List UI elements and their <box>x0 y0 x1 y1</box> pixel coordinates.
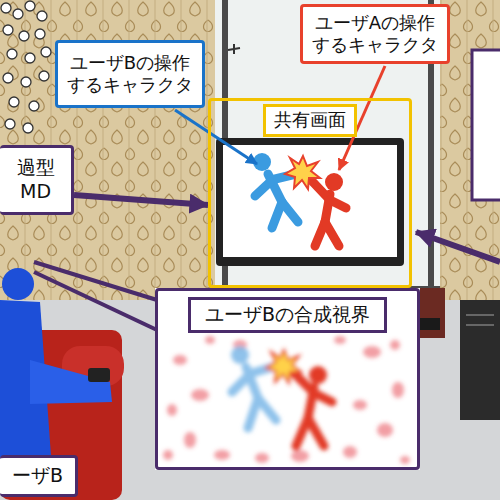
bead-curtain <box>37 11 47 21</box>
user-legs <box>30 360 112 404</box>
bead-curtain <box>21 77 31 87</box>
blue-character <box>255 182 270 196</box>
bead-curtain <box>1 3 11 13</box>
bead-curtain <box>35 29 45 39</box>
composite-view-image <box>163 450 173 460</box>
composite-view-image <box>231 346 276 428</box>
heading-label: ユーザBの合成視界 <box>188 297 387 333</box>
composite-view-image <box>232 376 248 392</box>
pc-tower-slot <box>466 324 494 326</box>
bead-curtain <box>23 123 33 133</box>
blue-character <box>282 202 298 222</box>
composite-view-image <box>184 432 196 448</box>
tv-screen <box>223 145 397 257</box>
red-callout-box: ユーザAの操作するキャラクタ <box>300 4 450 64</box>
composite-view-image <box>167 404 177 416</box>
composite-view-image <box>334 336 346 344</box>
red-character <box>325 173 343 191</box>
callout-ground <box>155 288 420 470</box>
composite-view-image <box>191 389 209 401</box>
composite-view-image <box>266 350 301 383</box>
red-character <box>311 173 346 246</box>
composite-view-image <box>308 418 324 446</box>
composite-view-image <box>205 336 215 344</box>
leader-arrow <box>175 110 257 164</box>
game-controller <box>88 368 110 382</box>
bead-curtain <box>13 9 23 19</box>
bead-curtain <box>41 47 51 57</box>
hmd-label-box: 過型 MD <box>0 145 74 215</box>
user-head <box>2 268 34 300</box>
blue-callout-box: ユーザBの操作するキャラクタ <box>55 40 205 108</box>
box-label: ーザB <box>12 464 63 488</box>
bead-curtain <box>25 53 35 63</box>
connector-arrow <box>74 195 208 205</box>
bead-curtain <box>3 73 13 83</box>
composite-view-image <box>293 372 312 391</box>
composite-view-image <box>377 423 393 437</box>
pointer-arrow <box>416 232 500 262</box>
red-character <box>330 200 346 208</box>
bead-curtain <box>19 31 29 41</box>
left-curtain <box>0 0 215 300</box>
composite-view-callout: ユーザBの合成視界 <box>155 288 420 470</box>
shared-screen-frame: 共有画面 <box>208 98 412 288</box>
bead-curtain <box>7 49 17 59</box>
heading-label: 共有画面 <box>263 104 357 137</box>
composite-view-image <box>293 366 332 446</box>
composite-view-image <box>390 340 400 350</box>
composite-view-image <box>343 446 357 458</box>
composite-view-image <box>173 355 187 365</box>
offscreen-callout <box>472 50 500 200</box>
composite-view-image <box>163 336 410 464</box>
composite-view-image <box>400 456 410 464</box>
bead-curtain <box>29 101 39 111</box>
hit-spark <box>285 156 320 189</box>
box-label: 過型 MD <box>14 156 58 204</box>
bead-curtain <box>5 119 15 129</box>
user-label-box: ーザB <box>0 455 78 497</box>
bead-curtain <box>39 71 49 81</box>
bead-curtain <box>1 1 51 133</box>
composite-view-image <box>163 336 410 464</box>
composite-view-image <box>214 450 230 460</box>
composite-view-image <box>309 366 327 384</box>
red-character <box>325 222 339 246</box>
pc-tower <box>460 300 500 420</box>
composite-view-image <box>291 450 309 462</box>
box-label: ユーザBの操作するキャラクタ <box>67 52 193 97</box>
blue-character <box>253 153 298 228</box>
callout-tail <box>34 272 157 330</box>
composite-view-image <box>258 398 276 420</box>
red-character <box>311 180 328 198</box>
pc-tower-slot <box>466 314 494 316</box>
composite-view-image <box>353 400 367 410</box>
bead-curtain <box>25 1 35 11</box>
bead-curtain <box>3 25 13 35</box>
box-label: ユーザAの操作するキャラクタ <box>312 12 438 57</box>
bird <box>228 44 240 54</box>
bead-curtain <box>9 97 19 107</box>
window <box>215 0 440 300</box>
composite-view-image <box>314 393 332 402</box>
composite-view-image <box>392 382 404 398</box>
composite-view-image <box>231 346 249 364</box>
composite-view-image <box>255 453 269 463</box>
composite-view-image <box>363 346 381 358</box>
